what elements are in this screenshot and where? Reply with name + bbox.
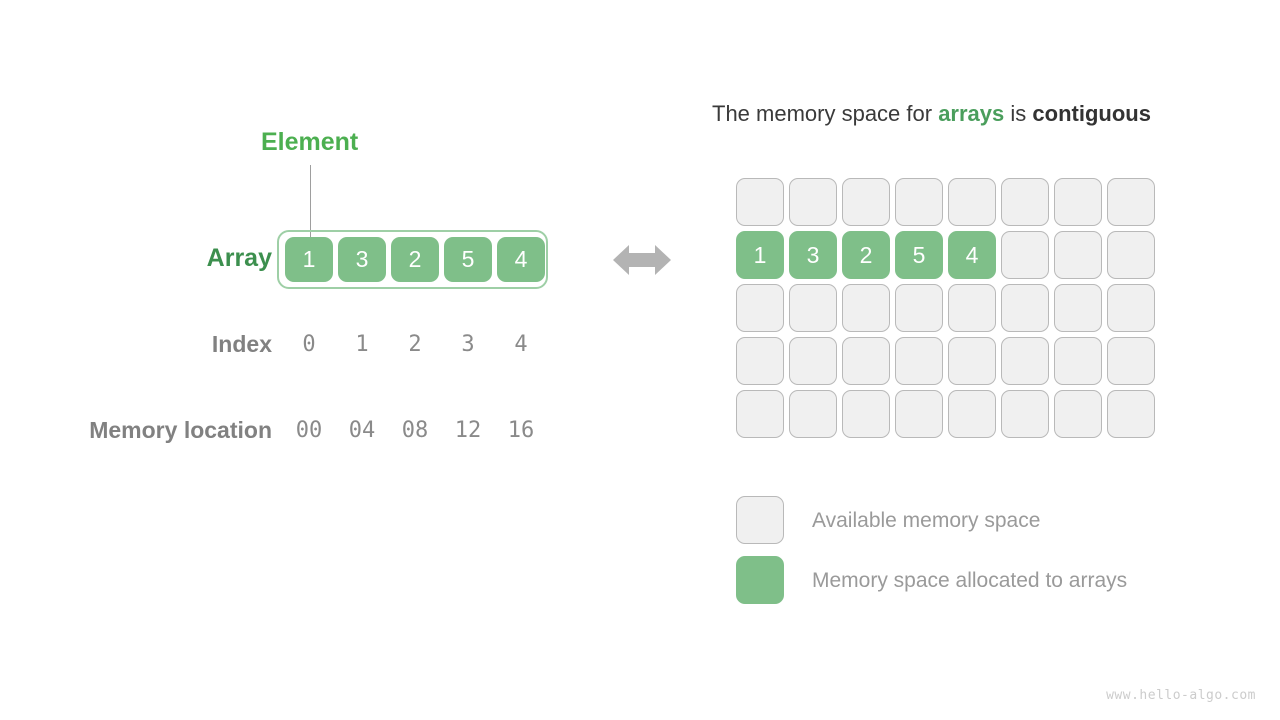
memory-cell-free	[736, 178, 784, 226]
memory-grid-row	[736, 337, 1155, 385]
memory-cell-free	[895, 178, 943, 226]
memory-cell-free	[948, 178, 996, 226]
memory-cell-free	[789, 337, 837, 385]
memory-grid: 1 3 2 5 4	[736, 178, 1155, 438]
element-callout-connector-line	[310, 165, 311, 240]
index-value: 4	[514, 332, 528, 357]
array-cell: 5	[444, 237, 492, 282]
memory-location-value: 16	[507, 418, 535, 443]
memory-cell-free	[736, 284, 784, 332]
memory-cell-free	[1107, 284, 1155, 332]
memory-cell-free	[1107, 178, 1155, 226]
memory-cell-free	[1107, 390, 1155, 438]
memory-cell-free	[1001, 178, 1049, 226]
index-row-label: Index	[211, 331, 272, 357]
memory-cell-free	[1054, 178, 1102, 226]
memory-grid-row	[736, 284, 1155, 332]
memory-location-value: 00	[295, 418, 323, 443]
watermark: www.hello-algo.com	[1106, 688, 1256, 703]
memory-space-panel: The memory space for arrays is contiguou…	[690, 0, 1280, 720]
memory-title-part1: The memory space for	[712, 101, 939, 126]
memory-cell-free	[1001, 337, 1049, 385]
double-arrow-icon	[613, 245, 671, 275]
legend-label-available: Available memory space	[812, 508, 1041, 532]
legend-item-allocated: Memory space allocated to arrays	[736, 550, 1127, 610]
memory-cell-free	[1054, 284, 1102, 332]
legend-label-allocated: Memory space allocated to arrays	[812, 568, 1128, 592]
array-cell: 4	[497, 237, 545, 282]
memory-location-value: 04	[348, 418, 376, 443]
index-value: 1	[355, 332, 369, 357]
memory-cell-free	[1001, 284, 1049, 332]
memory-grid-row-allocated: 1 3 2 5 4	[736, 231, 1155, 279]
memory-cell-free	[895, 337, 943, 385]
memory-cell-free	[1107, 337, 1155, 385]
memory-cell-free	[789, 178, 837, 226]
memory-title-contiguous-highlight: contiguous	[1032, 101, 1151, 126]
memory-location-row-label: Memory location	[89, 417, 272, 443]
legend-item-available: Available memory space	[736, 490, 1127, 550]
memory-cell-free	[948, 390, 996, 438]
memory-cell-free	[948, 337, 996, 385]
index-values-row: 0 1 2 3 4	[285, 334, 545, 356]
memory-title-arrays-highlight: arrays	[938, 101, 1005, 126]
memory-location-value: 12	[454, 418, 482, 443]
memory-cell-free	[736, 337, 784, 385]
memory-cell-free	[1001, 231, 1049, 279]
memory-location-value: 08	[401, 418, 429, 443]
memory-cell-free	[895, 284, 943, 332]
memory-cell-free	[1054, 231, 1102, 279]
memory-cell-free	[842, 390, 890, 438]
memory-cell-free	[789, 390, 837, 438]
memory-cell-free	[736, 390, 784, 438]
memory-cell-free	[1001, 390, 1049, 438]
memory-title: The memory space for arrays is contiguou…	[712, 101, 1151, 127]
index-value: 2	[408, 332, 422, 357]
memory-cell-allocated: 5	[895, 231, 943, 279]
array-row-label: Array	[206, 244, 272, 272]
array-cell: 3	[338, 237, 386, 282]
memory-cell-allocated: 2	[842, 231, 890, 279]
legend-swatch-allocated-icon	[736, 556, 784, 604]
memory-grid-row	[736, 390, 1155, 438]
memory-grid-row	[736, 178, 1155, 226]
memory-cell-free	[842, 178, 890, 226]
memory-cell-allocated: 1	[736, 231, 784, 279]
array-cell: 2	[391, 237, 439, 282]
memory-title-part2: is	[1004, 101, 1033, 126]
memory-cell-free	[842, 337, 890, 385]
index-value: 3	[461, 332, 475, 357]
array-outline-box	[277, 230, 548, 289]
memory-cell-free	[842, 284, 890, 332]
legend: Available memory space Memory space allo…	[736, 490, 1127, 610]
memory-cell-allocated: 4	[948, 231, 996, 279]
memory-cell-free	[948, 284, 996, 332]
memory-location-values-row: 00 04 08 12 16	[285, 420, 545, 442]
memory-cell-free	[895, 390, 943, 438]
array-cell: 1	[285, 237, 333, 282]
memory-cell-free	[1107, 231, 1155, 279]
array-cells: 1 3 2 5 4	[285, 237, 545, 282]
memory-cell-free	[789, 284, 837, 332]
index-value: 0	[302, 332, 316, 357]
element-callout-label: Element	[261, 128, 359, 156]
legend-swatch-free-icon	[736, 496, 784, 544]
array-structure-panel: Element Array Index Memory location 1 3 …	[89, 128, 671, 443]
memory-cell-allocated: 3	[789, 231, 837, 279]
memory-cell-free	[1054, 390, 1102, 438]
memory-cell-free	[1054, 337, 1102, 385]
